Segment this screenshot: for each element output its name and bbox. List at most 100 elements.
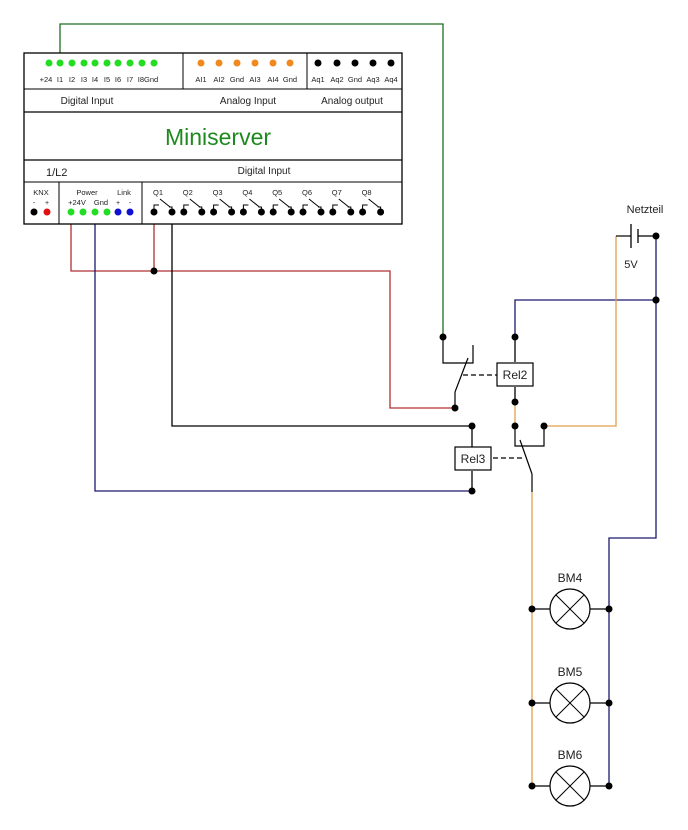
relay-output-label: Q4 bbox=[242, 188, 252, 197]
relay-output-terminal bbox=[168, 208, 176, 216]
relay-output-label: Q2 bbox=[183, 188, 193, 197]
power-terminal bbox=[67, 208, 75, 216]
digital-input-label: I2 bbox=[69, 75, 75, 84]
junction-dot bbox=[652, 232, 660, 240]
wire-green-i1 bbox=[59, 23, 444, 337]
digital-input-label: +24 bbox=[40, 75, 53, 84]
link-minus-terminal bbox=[126, 208, 134, 216]
link-plus-terminal bbox=[114, 208, 122, 216]
analog-output-terminal bbox=[369, 59, 377, 67]
digital-input-label: I1 bbox=[57, 75, 63, 84]
digital-output-header: Digital Input bbox=[238, 166, 291, 177]
relay-output-label: Q6 bbox=[302, 188, 312, 197]
relay-output-terminal bbox=[299, 208, 307, 216]
junction-dot bbox=[511, 398, 519, 406]
digital-input-terminal bbox=[68, 59, 76, 67]
digital-input-label: I7 bbox=[127, 75, 133, 84]
junction-dot bbox=[150, 267, 158, 275]
analog-output-section-label: Analog output bbox=[321, 96, 383, 107]
lamp-bm6: BM6 bbox=[528, 748, 613, 807]
knx-plus-label: + bbox=[45, 200, 49, 207]
analog-input-label: AI3 bbox=[249, 75, 260, 84]
junction-dot bbox=[511, 422, 519, 430]
lamp-bm4: BM4 bbox=[528, 571, 613, 630]
analog-output-terminals bbox=[314, 59, 395, 67]
analog-output-label: Aq4 bbox=[384, 75, 397, 84]
power-supply-label: Netzteil bbox=[627, 204, 664, 216]
relay-output-q4: Q4 bbox=[239, 188, 265, 216]
analog-input-label: Gnd bbox=[283, 75, 297, 84]
digital-input-terminal bbox=[103, 59, 111, 67]
junction-dot bbox=[451, 404, 459, 412]
junction-dot bbox=[528, 782, 536, 790]
relay-output-label: Q8 bbox=[362, 188, 372, 197]
relay-output-q2: Q2 bbox=[180, 188, 206, 216]
digital-input-terminal bbox=[56, 59, 64, 67]
lamp-label: BM4 bbox=[558, 571, 583, 585]
relay-output-terminal bbox=[317, 208, 325, 216]
knx-minus-terminal bbox=[30, 208, 38, 216]
relay-output-terminal bbox=[210, 208, 218, 216]
digital-input-terminal bbox=[91, 59, 99, 67]
analog-input-terminal bbox=[286, 59, 294, 67]
lamp-label: BM6 bbox=[558, 748, 583, 762]
power-supply: Netzteil 5V bbox=[616, 204, 663, 304]
link-plus-label: + bbox=[116, 200, 120, 207]
digital-input-label: I3 bbox=[81, 75, 87, 84]
junction-dot bbox=[468, 422, 476, 430]
phase-label: 1/L2 bbox=[46, 167, 67, 179]
link-label: Link bbox=[117, 188, 131, 197]
relay-output-q8: Q8 bbox=[359, 188, 385, 216]
relay-output-q5: Q5 bbox=[269, 188, 295, 216]
relay-output-label: Q5 bbox=[272, 188, 282, 197]
power-terminal bbox=[79, 208, 87, 216]
relay-output-terminal bbox=[239, 208, 247, 216]
relay-output-terminal bbox=[257, 208, 265, 216]
relay-output-q6: Q6 bbox=[299, 188, 325, 216]
analog-input-terminal bbox=[215, 59, 223, 67]
relay-output-label: Q1 bbox=[153, 188, 163, 197]
junction-dot bbox=[468, 487, 476, 495]
power-24v-label: +24V bbox=[68, 198, 86, 207]
digital-input-terminal bbox=[126, 59, 134, 67]
relay-output-terminal bbox=[329, 208, 337, 216]
relay-output-label: Q7 bbox=[332, 188, 342, 197]
analog-input-terminal bbox=[251, 59, 259, 67]
rel2-contact bbox=[442, 337, 502, 408]
junction-dot bbox=[528, 605, 536, 613]
digital-input-section-label: Digital Input bbox=[61, 96, 114, 107]
junction-dot bbox=[605, 782, 613, 790]
power-terminal bbox=[91, 208, 99, 216]
knx-minus-label: - bbox=[33, 200, 36, 207]
junction-dot bbox=[605, 699, 613, 707]
digital-input-terminal bbox=[150, 59, 158, 67]
relay-output-q7: Q7 bbox=[329, 188, 355, 216]
analog-input-label: AI4 bbox=[267, 75, 278, 84]
relay-output-q1: Q1 bbox=[150, 188, 176, 216]
junction-dot bbox=[528, 699, 536, 707]
relay-output-terminal bbox=[198, 208, 206, 216]
lamp-bm5: BM5 bbox=[528, 665, 613, 724]
wire-black-q1 bbox=[171, 212, 472, 427]
analog-output-label: Aq1 bbox=[311, 75, 324, 84]
knx-plus-terminal bbox=[43, 208, 51, 216]
analog-input-section-label: Analog Input bbox=[220, 96, 276, 107]
relay-output-terminal bbox=[180, 208, 188, 216]
rel3-coil bbox=[454, 446, 492, 471]
analog-output-label: Aq2 bbox=[330, 75, 343, 84]
wire-red-24v bbox=[70, 212, 455, 409]
digital-input-terminal bbox=[80, 59, 88, 67]
digital-input-terminal bbox=[138, 59, 146, 67]
miniserver-title: Miniserver bbox=[165, 124, 271, 150]
rel2-label: Rel2 bbox=[503, 368, 528, 382]
digital-input-label: I8Gnd bbox=[138, 75, 158, 84]
rel3-label: Rel3 bbox=[461, 452, 486, 466]
analog-input-label: AI1 bbox=[195, 75, 206, 84]
relay-output-terminal bbox=[377, 208, 385, 216]
power-label: Power bbox=[76, 188, 98, 197]
relay-output-terminal bbox=[150, 208, 158, 216]
